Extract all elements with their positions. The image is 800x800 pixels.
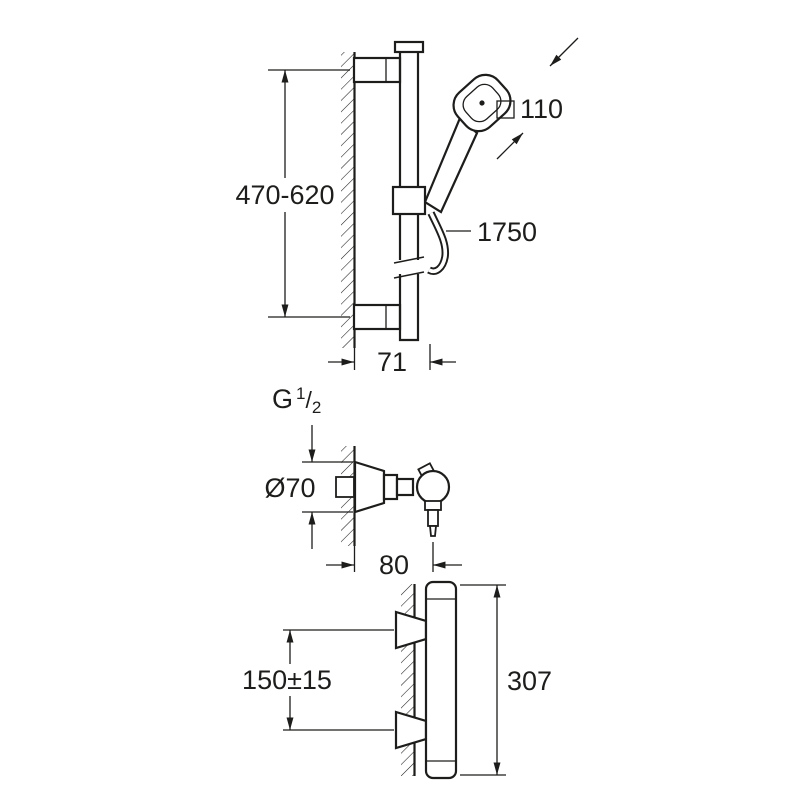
shower-rail (393, 40, 425, 342)
dim-escutcheon-diameter: Ø70 (264, 473, 315, 503)
thread-numerator: 1 (296, 384, 305, 403)
shower-hose (427, 211, 450, 275)
mixer-body (424, 580, 458, 780)
inlet-connector (335, 476, 355, 498)
thermostat-knob (415, 469, 451, 505)
dim-rail-offset: 71 (377, 347, 407, 377)
slider-holder (391, 185, 427, 216)
dim-valve-height: 307 (507, 666, 552, 696)
dim-valve-depth: 80 (379, 550, 409, 580)
hand-shower-handle (423, 116, 479, 214)
mixer-escutcheon-top (394, 610, 428, 650)
escutcheon-neck (382, 473, 399, 501)
valve-outlet (424, 500, 442, 537)
rail-bracket-bottom (352, 303, 402, 331)
wall-hatch-top (341, 52, 354, 348)
head-size-square-icon (496, 100, 515, 119)
mixer-escutcheon-bottom (394, 710, 428, 750)
thread-g: G (272, 384, 293, 414)
thread-denominator: 2 (312, 398, 321, 417)
thread-slash: / (305, 387, 312, 413)
mixer-elevation-view: 150±15 307 (242, 580, 552, 780)
dim-hose-length: 1750 (477, 217, 537, 247)
rail-set-view: 470-620 110 (235, 37, 579, 377)
valve-escutcheon (353, 460, 386, 514)
rail-bracket-top (352, 56, 402, 84)
dim-head-size: 110 (520, 94, 563, 124)
dim-height-range: 470-620 (235, 180, 334, 210)
dim-center-distance: 150±15 (242, 665, 332, 695)
valve-pipe (395, 477, 415, 497)
wall-hatch-bottom (401, 584, 414, 776)
hand-shower-head (452, 73, 512, 133)
